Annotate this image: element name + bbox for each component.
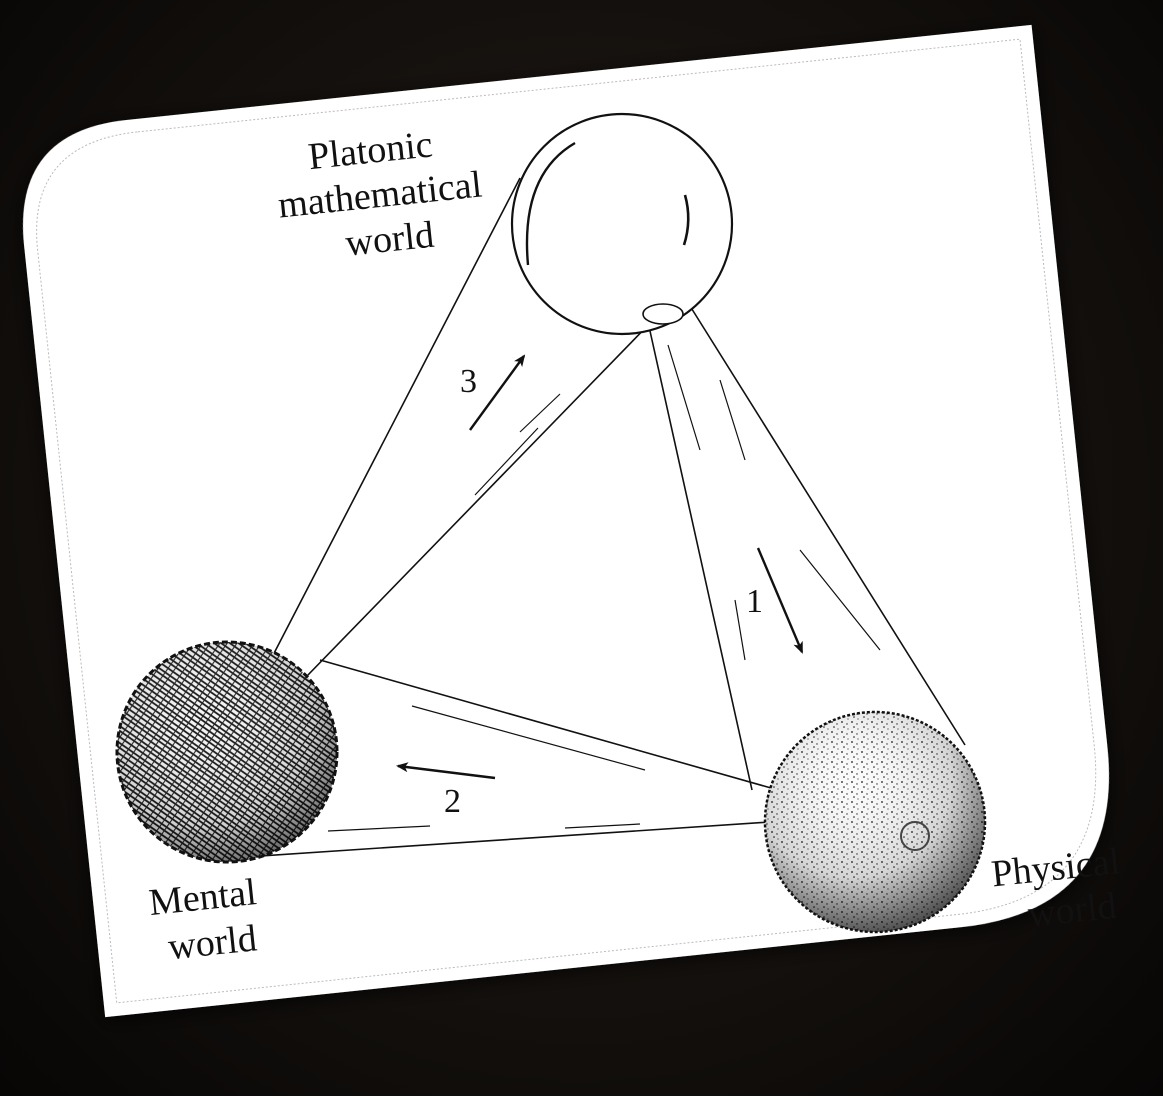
mental-world-sphere xyxy=(117,642,337,862)
arrow-2-label: 2 xyxy=(444,783,461,820)
arrow-3-label: 3 xyxy=(460,363,477,400)
arrow-1-label: 1 xyxy=(746,583,763,620)
platonic-world-sphere xyxy=(512,114,732,334)
physical-world-sphere xyxy=(765,712,985,932)
physical-label-line-2: world xyxy=(1026,885,1119,936)
